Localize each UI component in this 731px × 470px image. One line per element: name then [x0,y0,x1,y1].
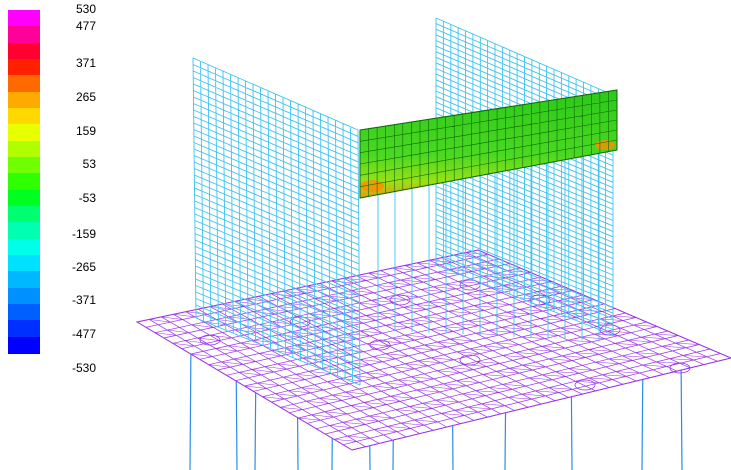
legend-tick-label: -477 [71,327,96,341]
legend-swatch [8,108,40,125]
beam-mesh [359,89,618,199]
legend-tick-label: 530 [75,2,96,16]
legend-tick-label: 477 [75,19,96,33]
pile-head-ring [669,362,691,374]
legend-swatch [8,255,40,272]
legend-swatch [8,238,40,256]
legend-swatch [8,91,40,109]
pile-head-ring [574,379,596,391]
legend-swatch [8,304,40,321]
legend-tick-label: -530 [71,361,96,375]
legend-swatch [8,59,40,76]
legend-swatch [8,140,40,158]
legend-swatch [8,157,40,174]
legend-swatch [8,271,40,289]
stressed-beam [359,89,618,199]
legend-tick-label: -159 [71,227,96,241]
pile-head-ring [369,339,391,351]
legend-swatch [8,320,40,338]
legend-swatch [8,124,40,142]
slab-triangles [149,252,708,442]
legend-swatch [8,189,40,207]
legend-tick-label: -371 [71,293,96,307]
beam-hotspot [595,140,615,150]
legend-swatch [8,336,40,354]
pile-head-ring [459,354,481,366]
color-legend: 530 477 371 265 159 53 -53 -159 -265 -371 -477 -530 [0,0,100,380]
interior-lines [377,152,600,342]
legend-tick-label: 265 [75,90,96,104]
beam-hotspot [360,180,384,192]
legend-tick-label: 371 [75,56,96,70]
legend-swatch [8,287,40,305]
legend-tick-label: 159 [75,124,96,138]
legend-swatch [8,42,40,60]
legend-tick-label: 53 [82,157,96,171]
legend-swatch [8,206,40,223]
pile-head-ring [199,334,221,346]
pile-head-ring [389,294,411,306]
legend-tick-label: -265 [71,260,96,274]
legend-swatch [8,173,40,191]
left-wall-mesh [192,57,361,386]
legend-swatch [8,10,40,27]
legend-swatch [8,75,40,93]
base-slab-mesh [135,249,731,451]
legend-swatch [8,26,40,44]
legend-tick-label: -53 [78,191,96,205]
legend-swatch [8,222,40,240]
